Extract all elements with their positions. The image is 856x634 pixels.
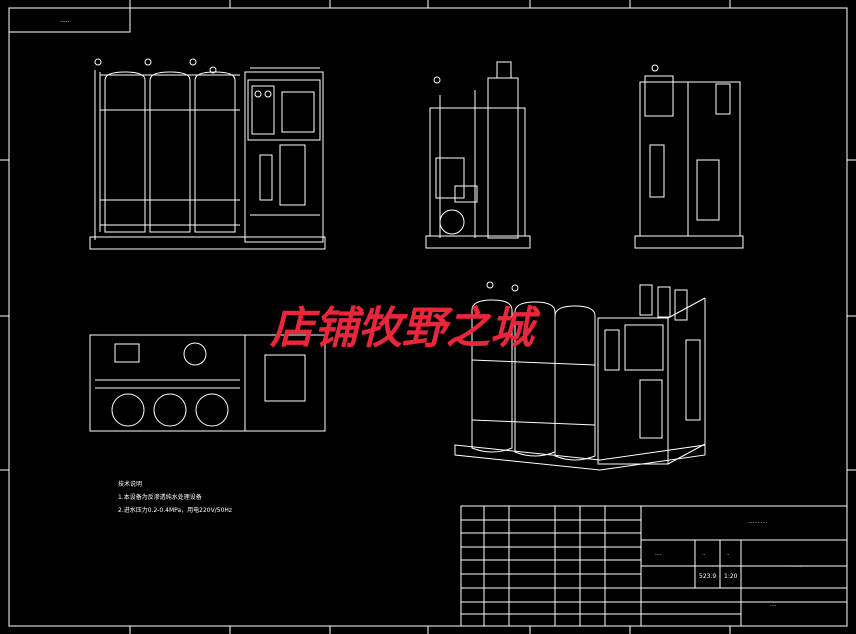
company-name: ············	[748, 520, 767, 526]
technical-notes: 技术说明 1.本设备为反渗透纯水处理设备 2.进水压力0.2-0.4MPa，用电…	[118, 480, 232, 514]
shop-watermark: 店铺牧野之城	[269, 303, 541, 354]
weight-value: 523.9	[699, 573, 716, 580]
scale-header: ··	[726, 552, 730, 558]
top-title-text: ·····	[60, 19, 70, 26]
title-block	[460, 505, 848, 627]
notes-line-2: 2.进水压力0.2-0.4MPa，用电220V/50Hz	[118, 506, 232, 514]
notes-line-1: 1.本设备为反渗透纯水处理设备	[118, 493, 202, 501]
side-view-left	[425, 61, 531, 249]
front-view	[89, 58, 326, 250]
product-name: ········	[790, 564, 803, 570]
isometric-view	[454, 281, 706, 471]
scale-value: 1:20	[724, 573, 738, 580]
notes-heading: 技术说明	[118, 480, 142, 488]
weight-header: ··	[702, 552, 706, 558]
stage-header: ····	[655, 552, 662, 558]
drawing-number: ····	[770, 603, 777, 609]
top-title-box: ·····	[8, 7, 131, 33]
title-block-text: ············ ········ ···· ···· ·· ·· 52…	[655, 520, 803, 609]
top-view	[89, 334, 326, 432]
side-view-right	[634, 64, 744, 249]
